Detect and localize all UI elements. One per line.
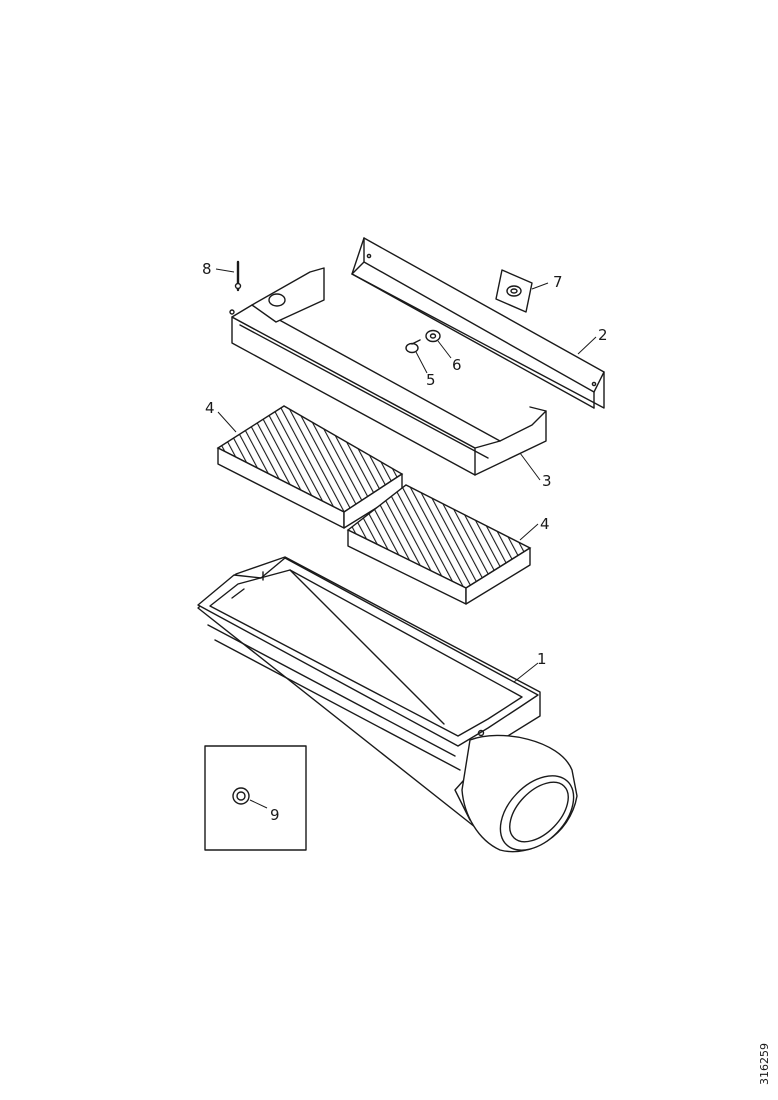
callout-5: 5 (426, 371, 436, 389)
mounting-plate-part (495, 269, 533, 313)
callout-1: 1 (537, 650, 547, 668)
screw-part (405, 339, 421, 354)
document-number: 316259 (758, 1043, 771, 1085)
callout-2: 2 (598, 326, 608, 344)
filter-cartridge-right (346, 484, 532, 605)
washer-part (425, 329, 441, 343)
leader-lines (215, 268, 597, 809)
pin-part (234, 260, 242, 292)
callout-4-left: 4 (205, 399, 215, 417)
callout-7: 7 (553, 273, 563, 291)
callout-4-right: 4 (540, 515, 550, 533)
angle-bracket-part (351, 237, 605, 409)
filter-cartridge-left (216, 405, 404, 529)
filter-frame-part (229, 267, 547, 476)
filter-housing-part (197, 556, 578, 853)
callout-8: 8 (202, 260, 212, 278)
callout-9: 9 (270, 806, 280, 824)
callout-3: 3 (542, 472, 552, 490)
callout-labels: 1 2 3 4 4 5 6 7 8 9 (202, 260, 608, 824)
detail-inset (204, 745, 307, 851)
callout-6: 6 (452, 356, 462, 374)
